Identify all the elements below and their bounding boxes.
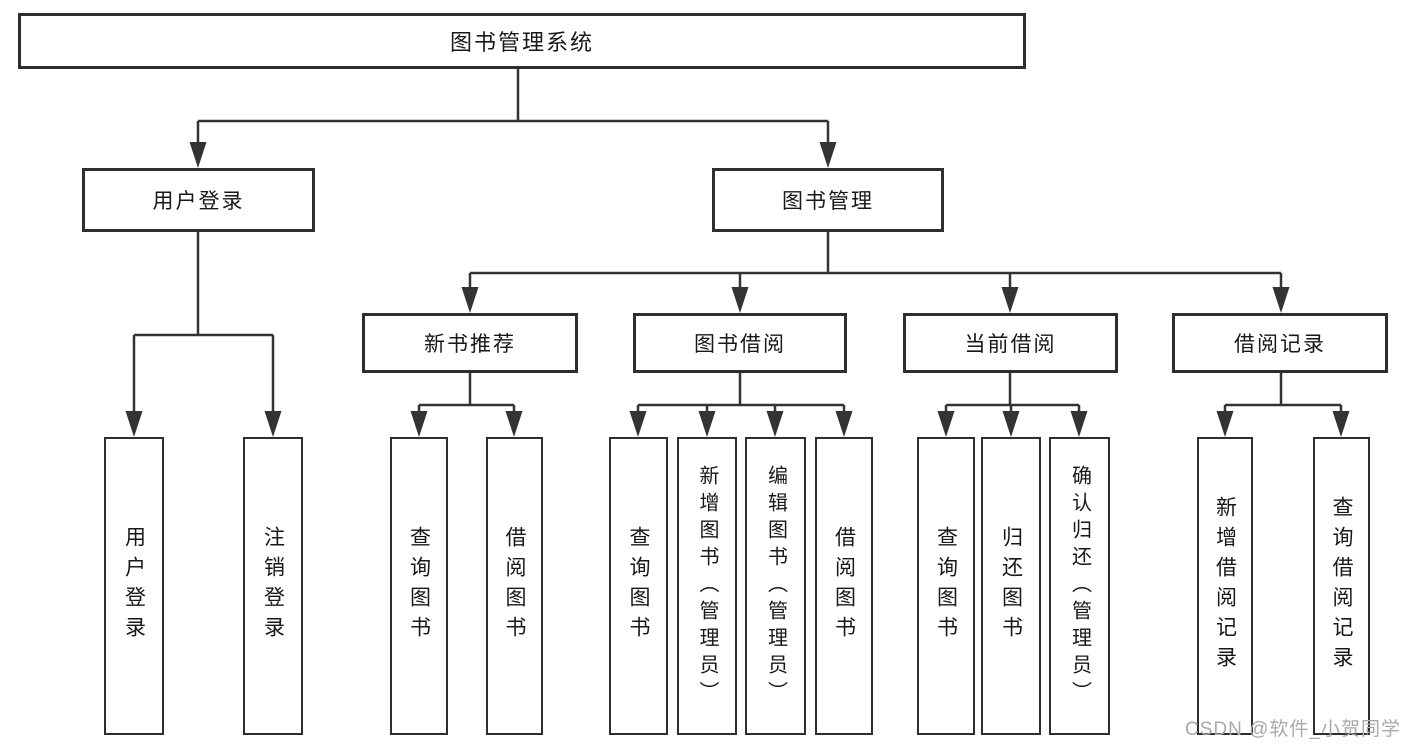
node-current-borrowing: 当前借阅 bbox=[903, 313, 1118, 373]
leaf-confirm-return-admin: 确认归还（管理员） bbox=[1049, 437, 1110, 735]
node-book-management: 图书管理 bbox=[712, 168, 944, 232]
csdn-watermark: CSDN @软件_小贺同学 bbox=[1185, 719, 1401, 740]
node-book-borrowing: 图书借阅 bbox=[633, 313, 847, 373]
node-library-system: 图书管理系统 bbox=[18, 13, 1026, 69]
leaf-add-book-admin: 新增图书（管理员） bbox=[677, 437, 737, 735]
leaf-return-books: 归还图书 bbox=[981, 437, 1041, 735]
leaf-logout-login: 注销登录 bbox=[243, 437, 303, 735]
leaf-query-books-borrow: 查询图书 bbox=[609, 437, 668, 735]
node-user-login: 用户登录 bbox=[82, 168, 315, 232]
leaf-edit-book-admin: 编辑图书（管理员） bbox=[745, 437, 806, 735]
leaf-query-borrow-record: 查询借阅记录 bbox=[1313, 437, 1370, 735]
leaf-query-books-current: 查询图书 bbox=[917, 437, 975, 735]
leaf-user-login: 用户登录 bbox=[104, 437, 164, 735]
leaf-borrow-books-recommend: 借阅图书 bbox=[486, 437, 543, 735]
leaf-borrow-books: 借阅图书 bbox=[815, 437, 873, 735]
node-new-book-recommend: 新书推荐 bbox=[362, 313, 578, 373]
arrowheads bbox=[125, 142, 1350, 437]
node-borrowing-records: 借阅记录 bbox=[1172, 313, 1388, 373]
leaf-query-books-recommend: 查询图书 bbox=[390, 437, 448, 735]
leaf-add-borrow-record: 新增借阅记录 bbox=[1197, 437, 1253, 735]
